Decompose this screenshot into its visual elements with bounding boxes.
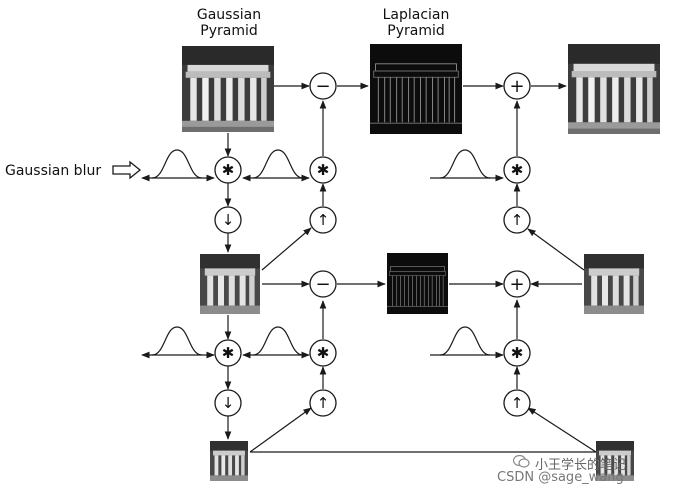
add-icon: + xyxy=(509,274,524,295)
gaussian-blur-label: Gaussian blur xyxy=(5,163,101,179)
subtract-node-l0 xyxy=(309,72,337,100)
laplacian-level0-image xyxy=(370,44,462,134)
gaussian-pyramid-label-line2: Pyramid xyxy=(200,23,257,39)
convolve-icon: ✱ xyxy=(511,344,524,362)
convolve-node-g1 xyxy=(214,339,242,367)
add-node-l1 xyxy=(503,270,531,298)
gaussian-level2-copy-image xyxy=(596,441,634,481)
laplacian-pyramid-label-line1: Laplacian xyxy=(383,7,450,23)
watermark-author: 小王学长的笔记 xyxy=(535,458,627,473)
gaussian-curve-icon xyxy=(439,149,491,179)
upsample-node-r0 xyxy=(503,206,531,234)
wechat-logo-icon xyxy=(513,455,530,468)
convolve-icon: ✱ xyxy=(222,344,235,362)
gaussian-curve-icon xyxy=(151,326,203,356)
hollow-arrow-icon xyxy=(112,160,142,180)
convolve-node-u0 xyxy=(309,156,337,184)
convolve-icon: ✱ xyxy=(317,161,330,179)
gaussian-curve-icon xyxy=(252,326,304,356)
gaussian-pyramid-label-line1: Gaussian xyxy=(197,7,261,23)
gaussian-curve-icon xyxy=(439,326,491,356)
watermark-csdn: CSDN @sage_wang xyxy=(497,470,624,485)
convolve-node-u1 xyxy=(309,339,337,367)
reconstructed-level1-image xyxy=(584,254,644,314)
convolve-icon: ✱ xyxy=(222,161,235,179)
convolve-icon: ✱ xyxy=(511,161,524,179)
convolve-icon: ✱ xyxy=(317,344,330,362)
downsample-icon: ↓ xyxy=(222,394,235,412)
upsample-icon: ↑ xyxy=(511,394,524,412)
convolve-node-r1 xyxy=(503,339,531,367)
upsample-icon: ↑ xyxy=(317,394,330,412)
upsample-node-u1 xyxy=(309,389,337,417)
upsample-node-u0 xyxy=(309,206,337,234)
laplacian-level1-image xyxy=(387,253,448,314)
laplacian-pyramid-label-line2: Pyramid xyxy=(387,23,444,39)
gaussian-kernel-curves xyxy=(151,149,491,356)
subtract-icon: − xyxy=(315,76,330,97)
convolve-node-g0 xyxy=(214,156,242,184)
gaussian-curve-icon xyxy=(151,149,203,179)
upsample-icon: ↑ xyxy=(317,211,330,229)
gaussian-curve-icon xyxy=(252,149,304,179)
downsample-icon: ↓ xyxy=(222,211,235,229)
add-node-l0 xyxy=(503,72,531,100)
convolve-node-r0 xyxy=(503,156,531,184)
gaussian-level2-image xyxy=(210,441,248,481)
upsample-icon: ↑ xyxy=(511,211,524,229)
gaussian-level1-image xyxy=(200,254,260,314)
reconstructed-level0-image xyxy=(568,44,660,134)
subtract-node-l1 xyxy=(309,270,337,298)
subtract-icon: − xyxy=(315,274,330,295)
downsample-node-g1 xyxy=(214,389,242,417)
upsample-node-r1 xyxy=(503,389,531,417)
add-icon: + xyxy=(509,76,524,97)
gaussian-level0-image xyxy=(182,46,274,132)
downsample-node-g0 xyxy=(214,206,242,234)
